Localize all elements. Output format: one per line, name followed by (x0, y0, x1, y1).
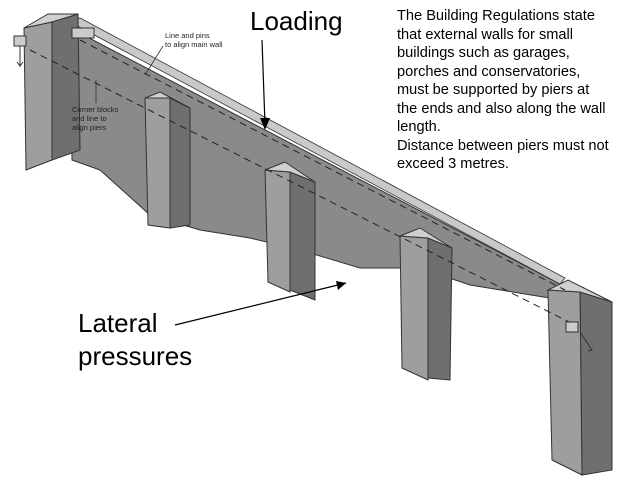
pier-1-front (23, 21, 53, 171)
corner-block-left (13, 35, 27, 47)
loading-arrow (261, 39, 266, 126)
note-line: The Building Regulations state (397, 8, 595, 24)
note-line: that external walls for small (397, 26, 574, 43)
label-corner-1: Corner blocks (72, 105, 119, 114)
note-line: the ends and also along the wall (397, 100, 606, 117)
note-line: Distance between piers must not (397, 137, 609, 154)
pier-2-side (169, 97, 191, 229)
loading-label: Loading (250, 6, 343, 36)
pier-5-side (579, 291, 613, 476)
note-line: must be supported by piers at (397, 82, 590, 98)
corner-block-right (565, 321, 579, 333)
regulations-note: The Building Regulations state that exte… (397, 7, 633, 174)
pier-3-side (289, 171, 316, 301)
note-line: buildings such as garages, (397, 45, 570, 61)
pier-3-top (264, 161, 316, 183)
label-line-pins-2: to align main wall (165, 40, 223, 49)
loading-arrowhead (260, 118, 270, 130)
pier-4-top (399, 227, 453, 249)
note-line: porches and conservatories, (397, 63, 581, 80)
pier-3-front (264, 169, 291, 293)
pin-right-icon (579, 331, 593, 352)
pier-2-top (144, 91, 191, 109)
lateral-pressures-label: Lateral pressures (78, 307, 192, 373)
note-line: length. (397, 119, 441, 135)
note-line: exceed 3 metres. (397, 156, 509, 172)
line-pin-block-top (71, 27, 95, 39)
pier-5-top (546, 279, 613, 303)
pin-left-icon (16, 46, 24, 68)
lateral-line-2: pressures (78, 341, 193, 371)
lateral-arrowhead (336, 281, 346, 290)
pier-4-front (399, 235, 429, 381)
pier-1-top (23, 13, 79, 29)
pier-5-front (547, 289, 583, 476)
dashed-line-upper (79, 39, 566, 291)
label-corner-3: align piers (72, 123, 106, 132)
lateral-arrow (174, 282, 347, 326)
label-line-pins-1: Line and pins (165, 31, 210, 40)
pier-4-side (427, 237, 453, 381)
label-corner-2: and line to (72, 114, 107, 123)
dashed-line-lower (29, 49, 576, 326)
pier-2-front (144, 97, 171, 229)
line-pins-leader (144, 45, 164, 76)
lateral-line-1: Lateral (78, 308, 158, 338)
